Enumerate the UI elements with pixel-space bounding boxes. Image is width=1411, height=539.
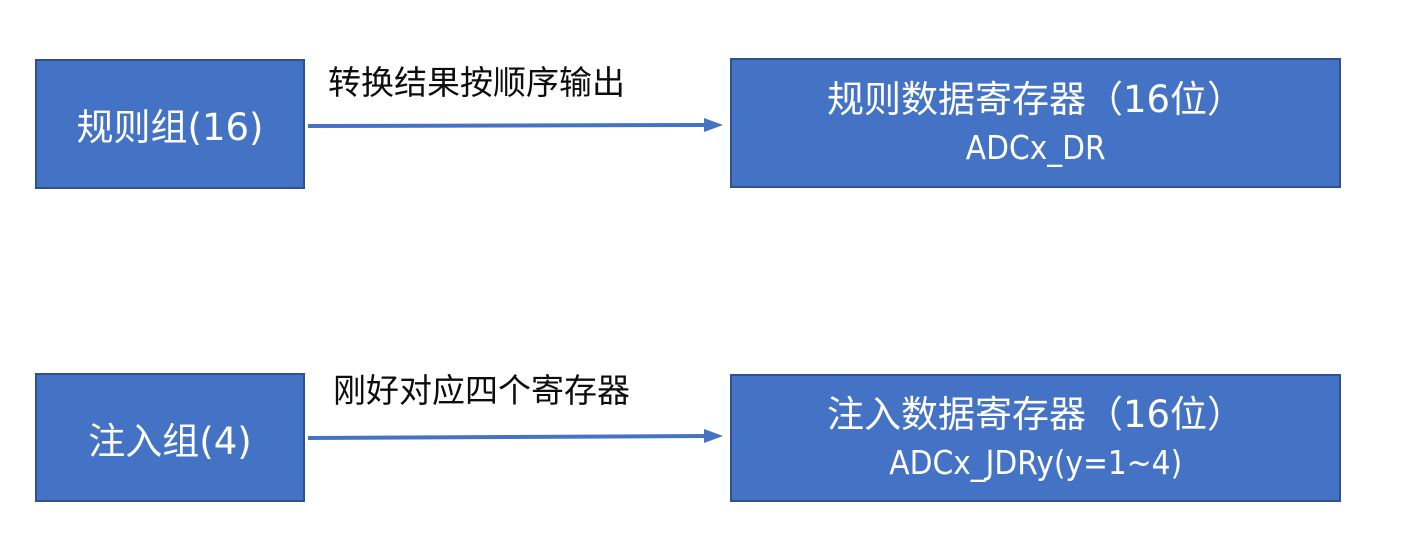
regular-arrow-icon <box>308 118 723 132</box>
injected-arrow-icon <box>308 429 723 443</box>
injected-group-box: 注入组(4) <box>35 373 305 502</box>
injected-group-label: 注入组(4) <box>88 419 252 463</box>
regular-group-label: 规则组(16) <box>76 106 264 149</box>
injected-data-register-title: 注入数据寄存器（16位） <box>826 393 1245 436</box>
injected-edge-label: 刚好对应四个寄存器 <box>333 371 630 410</box>
regular-data-register-name: ADCx_DR <box>965 128 1106 167</box>
regular-data-register-box: 规则数据寄存器（16位） ADCx_DR <box>730 58 1341 188</box>
injected-data-register-box: 注入数据寄存器（16位） ADCx_JDRy(y=1~4) <box>730 374 1341 502</box>
regular-data-register-title: 规则数据寄存器（16位） <box>826 78 1245 121</box>
regular-edge-label: 转换结果按顺序输出 <box>328 63 625 102</box>
regular-group-box: 规则组(16) <box>35 59 305 189</box>
injected-data-register-name: ADCx_JDRy(y=1~4) <box>889 443 1182 482</box>
